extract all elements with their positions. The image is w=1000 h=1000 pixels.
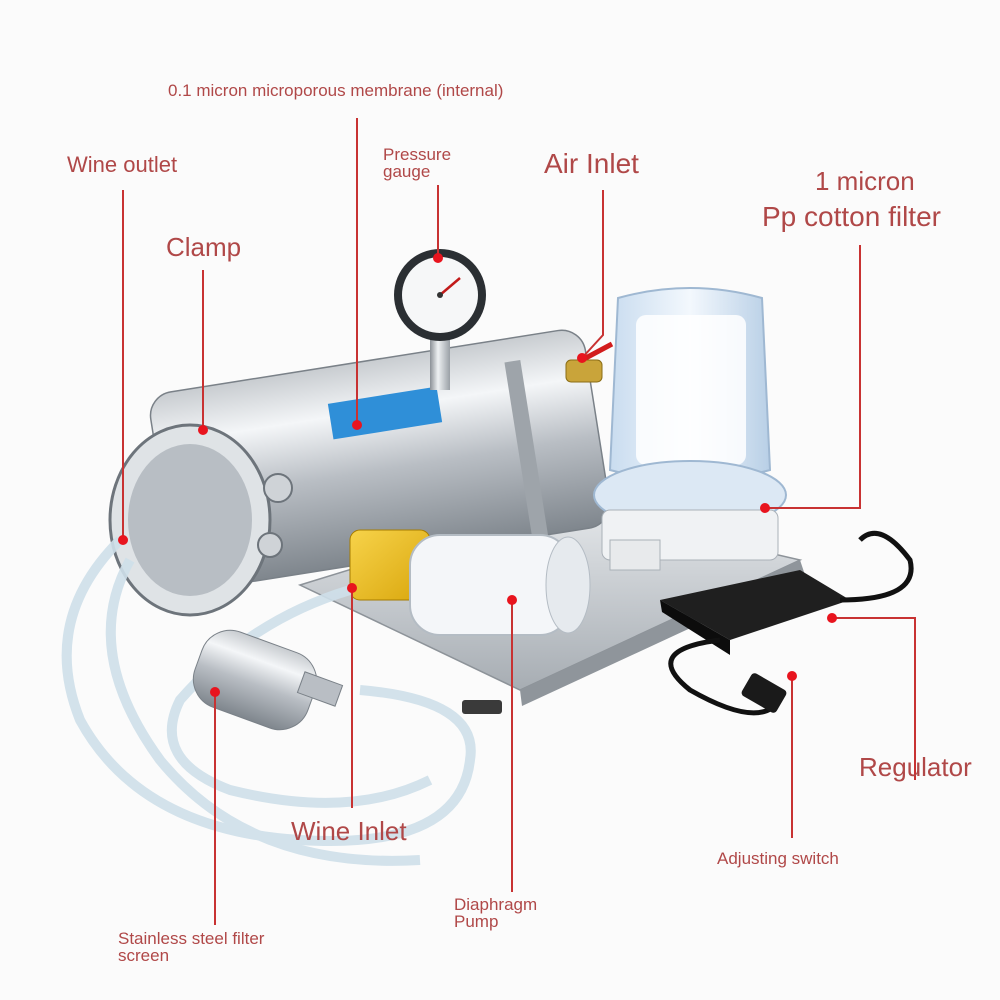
label-wine-outlet: Wine outlet — [67, 152, 178, 177]
pp-filter-housing — [593, 287, 787, 571]
label-membrane: 0.1 micron microporous membrane (interna… — [168, 81, 504, 100]
label-regulator: Regulator — [859, 752, 972, 782]
label-adjusting-switch: Adjusting switch — [717, 849, 839, 868]
dot-filter-screen — [210, 687, 220, 697]
filter-cylinder — [108, 329, 611, 617]
label-filter-screen-line1: Stainless steel filter — [118, 929, 265, 948]
label-diaphragm-pump: Diaphragm Pump — [454, 896, 537, 930]
dot-adjusting-switch — [787, 671, 797, 681]
label-diaphragm-pump-line2: Pump — [454, 912, 499, 931]
leader-pp-filter — [765, 245, 861, 509]
label-pressure-gauge: Pressure gauge — [383, 146, 451, 180]
label-wine-inlet: Wine Inlet — [291, 816, 407, 846]
regulator-illustration — [660, 530, 914, 716]
dot-wine-inlet — [347, 583, 357, 593]
filter-screen-illustration — [192, 629, 344, 731]
diaphragm-pump-illustration — [349, 529, 591, 636]
hoses — [61, 536, 476, 866]
callout-dots — [118, 253, 837, 697]
dot-clamp — [198, 425, 208, 435]
dot-wine-outlet — [118, 535, 128, 545]
label-air-inlet: Air Inlet — [544, 148, 639, 179]
leader-regulator — [832, 617, 916, 780]
dot-pressure-gauge — [433, 253, 443, 263]
leader-air-inlet — [581, 190, 604, 359]
label-pressure-gauge-line2: gauge — [383, 162, 431, 181]
dot-regulator — [827, 613, 837, 623]
air-valve-illustration — [565, 341, 614, 383]
label-pp-filter-line1: 1 micron — [815, 166, 915, 196]
label-diaphragm-pump-line1: Diaphragm — [454, 895, 538, 914]
label-filter-screen-line2: screen — [118, 946, 170, 965]
label-pressure-gauge-line1: Pressure — [383, 145, 452, 164]
dot-membrane — [352, 420, 362, 430]
label-clamp: Clamp — [166, 232, 242, 262]
dot-air-inlet — [577, 353, 587, 363]
leader-lines — [122, 118, 916, 925]
dot-diaphragm-pump — [507, 595, 517, 605]
pressure-gauge-illustration — [394, 249, 486, 390]
label-filter-screen: Stainless steel filter screen — [118, 930, 264, 964]
dot-pp-filter — [760, 503, 770, 513]
label-pp-filter-line2: Pp cotton filter — [762, 201, 941, 232]
